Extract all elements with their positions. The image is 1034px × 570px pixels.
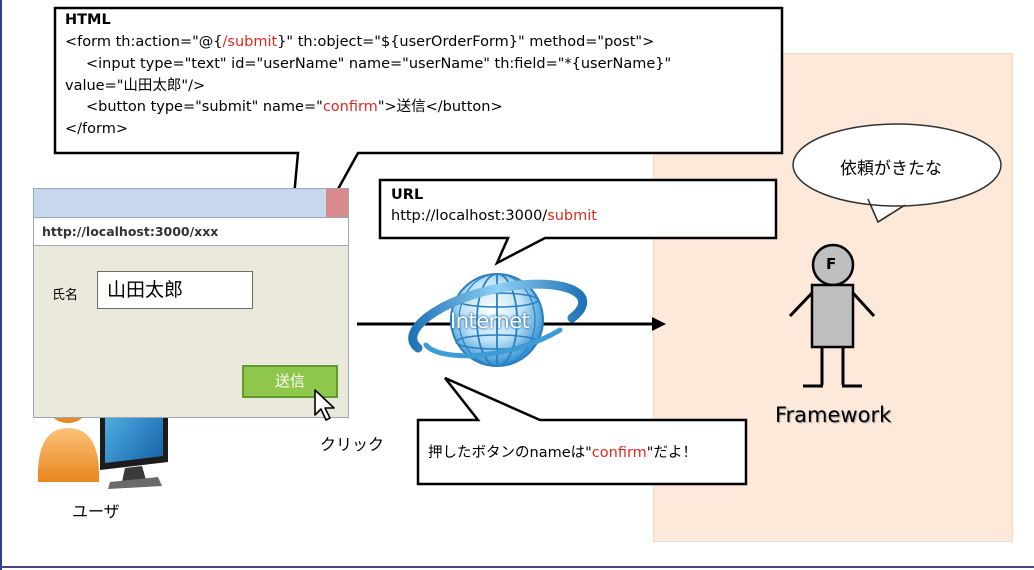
mouse-pointer-icon <box>314 389 335 421</box>
user-label: ユーザ <box>72 502 120 521</box>
name-callout-confirm: confirm <box>591 445 647 461</box>
framework-label: Framework <box>775 403 892 427</box>
code-action-path: /submit <box>222 34 278 50</box>
thought-text: 依頼がきたな <box>840 159 942 179</box>
code-form-end: }" th:object="${userOrderForm}" method="… <box>277 34 655 50</box>
code-button-end: ">送信</button> <box>377 99 503 115</box>
code-button-name: confirm <box>322 99 378 115</box>
internet-globe-icon <box>408 273 588 367</box>
html-callout-title: HTML <box>65 12 111 28</box>
html-code-line-input: <input type="text" id="userName" name="u… <box>86 56 672 72</box>
framework-head-letter: F <box>826 255 837 273</box>
page-frame-left <box>0 0 2 570</box>
click-label: クリック <box>320 435 385 454</box>
name-input[interactable]: 山田太郎 <box>97 271 253 309</box>
code-form-start: <form th:action="@{ <box>65 34 223 50</box>
html-code-line-form-close: </form> <box>65 121 128 137</box>
html-code-line-button: <button type="submit" name="confirm">送信<… <box>86 96 503 118</box>
name-field-label: 氏名 <box>52 288 79 303</box>
html-code-line-value: value="山田太郎"/> <box>65 78 206 94</box>
browser-title-bar <box>34 189 348 218</box>
framework-figure <box>788 243 876 388</box>
internet-label: Internet <box>450 309 530 333</box>
thought-bubble <box>792 123 1002 224</box>
name-callout-text-a: 押したボタンのnameは" <box>428 445 592 461</box>
code-button-start: <button type="submit" name=" <box>86 99 323 115</box>
browser-close-button[interactable] <box>326 189 348 217</box>
url-path: submit <box>547 208 597 224</box>
url-host: http://localhost:3000/ <box>391 208 548 224</box>
name-callout-bubble <box>416 376 748 486</box>
url-callout-address: http://localhost:3000/submit <box>391 205 597 227</box>
name-callout-text-c: "だよ！ <box>646 445 697 461</box>
browser-address-bar[interactable]: http://localhost:3000/xxx <box>34 218 348 246</box>
submit-button[interactable]: 送信 <box>242 365 338 398</box>
url-callout-title: URL <box>391 187 424 203</box>
name-callout-text: 押したボタンのnameは"confirm"だよ！ <box>428 441 697 462</box>
page-frame-bottom <box>0 566 1034 568</box>
html-code-line-form: <form th:action="@{/submit}" th:object="… <box>65 31 654 53</box>
browser-window: http://localhost:3000/xxx 氏名 山田太郎 送信 <box>33 188 349 418</box>
url-callout-bubble <box>378 178 778 266</box>
